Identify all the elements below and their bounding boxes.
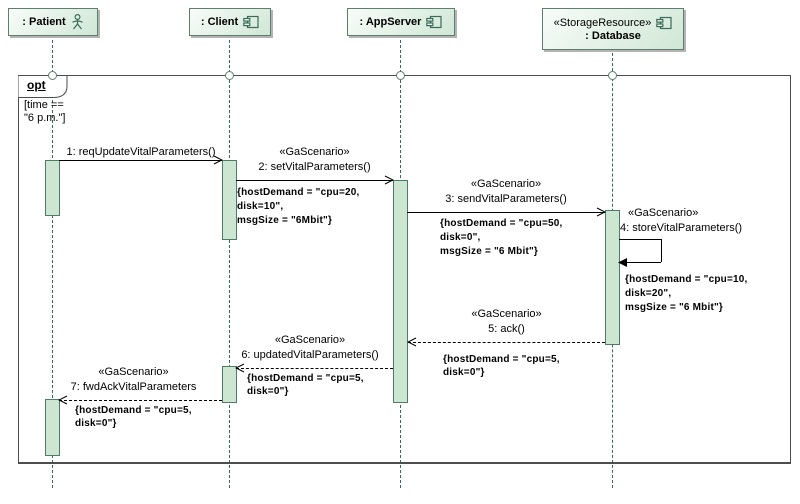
arrowhead-left-icon — [235, 363, 245, 373]
arrowhead-left-icon — [58, 395, 68, 405]
message-stereotype: «GaScenario» — [98, 366, 169, 378]
activation-database[interactable] — [605, 210, 620, 345]
message-stereotype: «GaScenario» — [470, 178, 542, 190]
lifeline-stereotype: «StorageResource» — [553, 17, 652, 29]
message-stereotype: «GaScenario» — [279, 146, 350, 158]
fragment-pentagon-shape — [18, 75, 68, 98]
arrowhead-right-icon — [596, 207, 606, 217]
message-7-annotation: {hostDemand = "cpu=5, disk=0"} — [75, 405, 192, 429]
message-3-line[interactable] — [407, 212, 605, 213]
message-1-line[interactable] — [59, 160, 222, 161]
activation-patient-2[interactable] — [45, 399, 60, 456]
arrowhead-right-icon — [384, 175, 394, 185]
arrowhead-right-icon — [213, 155, 223, 165]
lifeline-head-patient[interactable]: : Patient — [8, 8, 98, 36]
fragment-guard: [time == "6 p.m."] — [24, 99, 66, 124]
message-stereotype: «GaScenario» — [274, 334, 346, 346]
lifeline-head-database[interactable]: «StorageResource» : Database — [542, 8, 684, 50]
message-4-self-line-right — [661, 239, 662, 262]
lifeline-head-appserver[interactable]: : AppServer — [347, 8, 455, 36]
message-1-label[interactable]: 1: reqUpdateVitalParameters() — [66, 146, 216, 158]
lifeline-name: : Client — [200, 16, 239, 28]
message-7-line[interactable] — [59, 400, 222, 401]
fragment-operator: opt — [27, 78, 46, 92]
message-2-line[interactable] — [236, 180, 393, 181]
arrowhead-left-filled-icon — [618, 257, 628, 268]
activation-patient-1[interactable] — [45, 160, 60, 216]
message-4-self-line-top[interactable] — [619, 239, 661, 240]
message-5-line[interactable] — [408, 342, 605, 343]
message-4-annotation: {hostDemand = "cpu=10, disk=20", msgSize… — [625, 274, 748, 313]
message-2-annotation: {hostDemand = "cpu=20, disk=10", msgSize… — [237, 187, 360, 226]
component-icon — [656, 16, 673, 30]
lifeline-patient — [52, 35, 53, 488]
component-icon — [243, 15, 259, 29]
message-6-annotation: {hostDemand = "cpu=5, disk=0"} — [247, 373, 364, 397]
component-icon — [426, 15, 443, 29]
message-4-self-line-bottom — [619, 262, 661, 263]
message-stereotype: «GaScenario» — [471, 308, 542, 320]
frame-anchor-database — [608, 71, 617, 80]
lifeline-name: : Database — [585, 30, 641, 42]
activation-appserver[interactable] — [393, 180, 408, 403]
lifeline-head-client[interactable]: : Client — [189, 8, 271, 36]
activation-client-2[interactable] — [222, 366, 237, 403]
frame-anchor-patient — [48, 71, 57, 80]
message-6-label[interactable]: «GaScenario» 6: updatedVitalParameters() — [224, 333, 396, 363]
message-4-label[interactable]: «GaScenario» 4: storeVitalParameters() — [620, 206, 795, 236]
message-5-label[interactable]: «GaScenario» 5: ack() — [408, 307, 605, 337]
activation-client-1[interactable] — [222, 160, 237, 240]
opt-fragment-label[interactable]: opt — [18, 75, 70, 99]
message-6-line[interactable] — [236, 368, 393, 369]
message-3-annotation: {hostDemand = "cpu=50, disk=0", msgSize … — [440, 218, 563, 257]
message-stereotype: «GaScenario» — [628, 207, 699, 219]
message-3-label[interactable]: «GaScenario» 3: sendVitalParameters() — [407, 177, 605, 207]
message-5-annotation: {hostDemand = "cpu=5, disk=0"} — [443, 354, 560, 378]
frame-anchor-appserver — [396, 71, 405, 80]
frame-anchor-client — [225, 71, 234, 80]
lifeline-client — [229, 35, 230, 488]
arrowhead-left-icon — [407, 337, 417, 347]
lifeline-name: : AppServer — [359, 16, 422, 28]
actor-icon — [71, 14, 84, 30]
message-2-label[interactable]: «GaScenario» 2: setVitalParameters() — [236, 145, 393, 175]
lifeline-name: : Patient — [22, 16, 66, 28]
message-7-label[interactable]: «GaScenario» 7: fwdAckVitalParameters — [46, 365, 221, 395]
